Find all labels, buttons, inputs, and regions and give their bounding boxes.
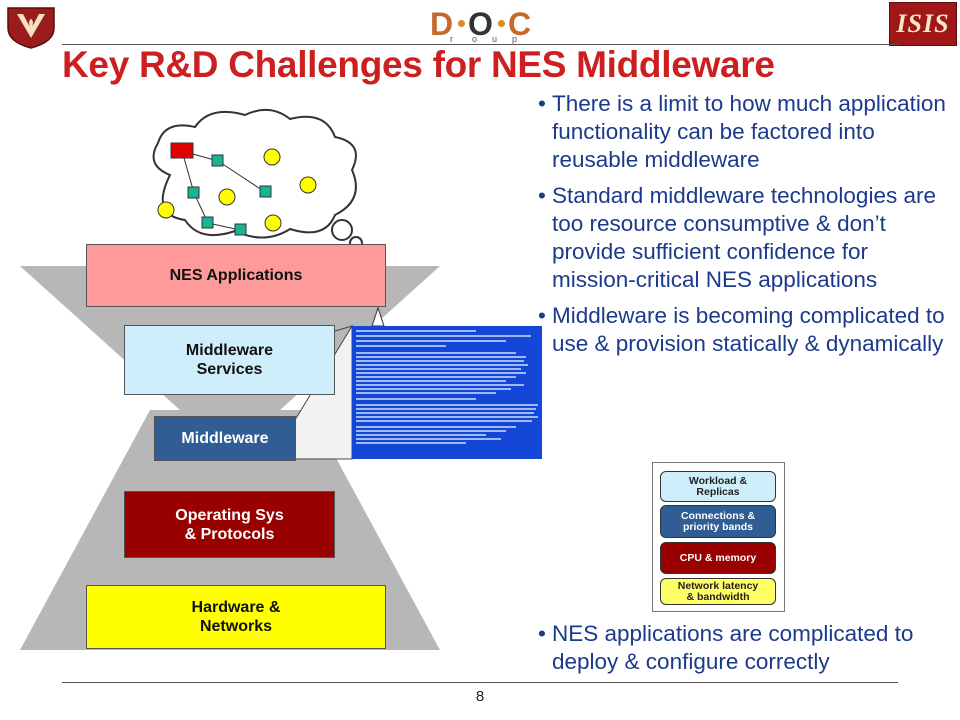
doc-logo-dot	[458, 20, 465, 27]
layer-middleware-services: Middleware Services	[124, 325, 335, 395]
bullet-text: Middleware is becoming complicated to us…	[552, 303, 945, 356]
code-line	[356, 330, 476, 332]
bullet-item: •There is a limit to how much applicatio…	[526, 90, 956, 174]
code-line	[356, 404, 538, 406]
code-line	[356, 340, 506, 342]
footer-rule	[62, 682, 898, 683]
stack-connections-label: Connections & priority bands	[680, 509, 756, 533]
layer-nes-applications-label: NES Applications	[169, 267, 303, 284]
bullet-text: Standard middleware technologies are too…	[552, 183, 936, 292]
code-line	[356, 426, 516, 428]
code-line	[356, 392, 496, 394]
doc-logo-group-u: u	[492, 34, 498, 44]
code-line	[356, 438, 501, 440]
code-line	[356, 345, 446, 347]
code-line	[356, 434, 486, 436]
bullet-item: •Middleware is becoming complicated to u…	[526, 302, 956, 358]
layer-middleware: Middleware	[154, 416, 296, 461]
stack-workload-label: Workload & Replicas	[688, 474, 748, 498]
code-line	[356, 352, 516, 354]
doc-logo-letter-o: O	[468, 6, 493, 42]
isis-logo-text: ISIS	[896, 9, 950, 38]
bullet-dot: •	[538, 621, 546, 646]
header-rule	[62, 44, 898, 45]
middleware-code-screenshot	[352, 326, 542, 459]
stack-cpu-memory: CPU & memory	[660, 542, 776, 574]
doc-logo-group-o: o	[472, 34, 478, 44]
code-line	[356, 412, 534, 414]
bullet-dot: •	[538, 183, 546, 208]
code-line	[356, 408, 536, 410]
code-line	[356, 356, 526, 358]
application-cloud	[152, 108, 371, 255]
code-line	[356, 398, 476, 400]
code-line	[356, 430, 506, 432]
bullet-item: •Standard middleware technologies are to…	[526, 182, 956, 294]
resource-stack: Workload & Replicas Connections & priori…	[652, 462, 785, 612]
bullet-text: There is a limit to how much application…	[552, 91, 946, 172]
layer-middleware-services-label: Middleware Services	[185, 342, 274, 378]
code-line	[356, 380, 506, 382]
code-line	[356, 384, 524, 386]
doc-logo-group-r: r	[450, 34, 453, 44]
vanderbilt-logo	[4, 4, 58, 50]
layer-operating-sys-label: Operating Sys & Protocols	[175, 506, 284, 543]
code-line	[356, 364, 528, 366]
code-line	[356, 368, 521, 370]
code-line	[356, 360, 524, 362]
bullet-list-bottom: •NES applications are complicated to dep…	[526, 620, 956, 676]
bullet-dot: •	[538, 91, 546, 116]
node-red	[170, 142, 194, 159]
bullet-list: •There is a limit to how much applicatio…	[526, 90, 956, 358]
doc-logo-group-p: p	[512, 34, 518, 44]
bullet-item: •NES applications are complicated to dep…	[526, 620, 956, 676]
layer-operating-sys: Operating Sys & Protocols	[124, 491, 335, 558]
layer-middleware-label: Middleware	[181, 430, 269, 447]
code-line	[356, 376, 516, 378]
isis-logo: ISIS	[889, 2, 957, 46]
layer-nes-applications: NES Applications	[86, 244, 386, 307]
doc-logo-letter-d: D	[430, 6, 454, 42]
layer-hardware-networks: Hardware & Networks	[86, 585, 386, 649]
bullet-dot: •	[538, 303, 546, 328]
code-line	[356, 416, 538, 418]
doc-logo-dot	[498, 20, 505, 27]
code-line	[356, 372, 526, 374]
stack-cpu-memory-label: CPU & memory	[679, 551, 757, 564]
bullet-text: NES applications are complicated to depl…	[552, 621, 914, 674]
slide-title: Key R&D Challenges for NES Middleware	[62, 44, 775, 85]
stack-connections: Connections & priority bands	[660, 505, 776, 538]
page-number: 8	[475, 688, 485, 705]
code-line	[356, 420, 532, 422]
stack-network: Network latency & bandwidth	[660, 578, 776, 605]
layer-hardware-networks-label: Hardware & Networks	[191, 599, 281, 635]
code-line	[356, 335, 531, 337]
stack-workload: Workload & Replicas	[660, 471, 776, 502]
doc-group-logo: D O C r o u p	[430, 6, 542, 46]
code-line	[356, 442, 466, 444]
stack-network-label: Network latency & bandwidth	[677, 579, 759, 603]
doc-logo-letter-c: C	[508, 6, 532, 42]
code-line	[356, 388, 511, 390]
